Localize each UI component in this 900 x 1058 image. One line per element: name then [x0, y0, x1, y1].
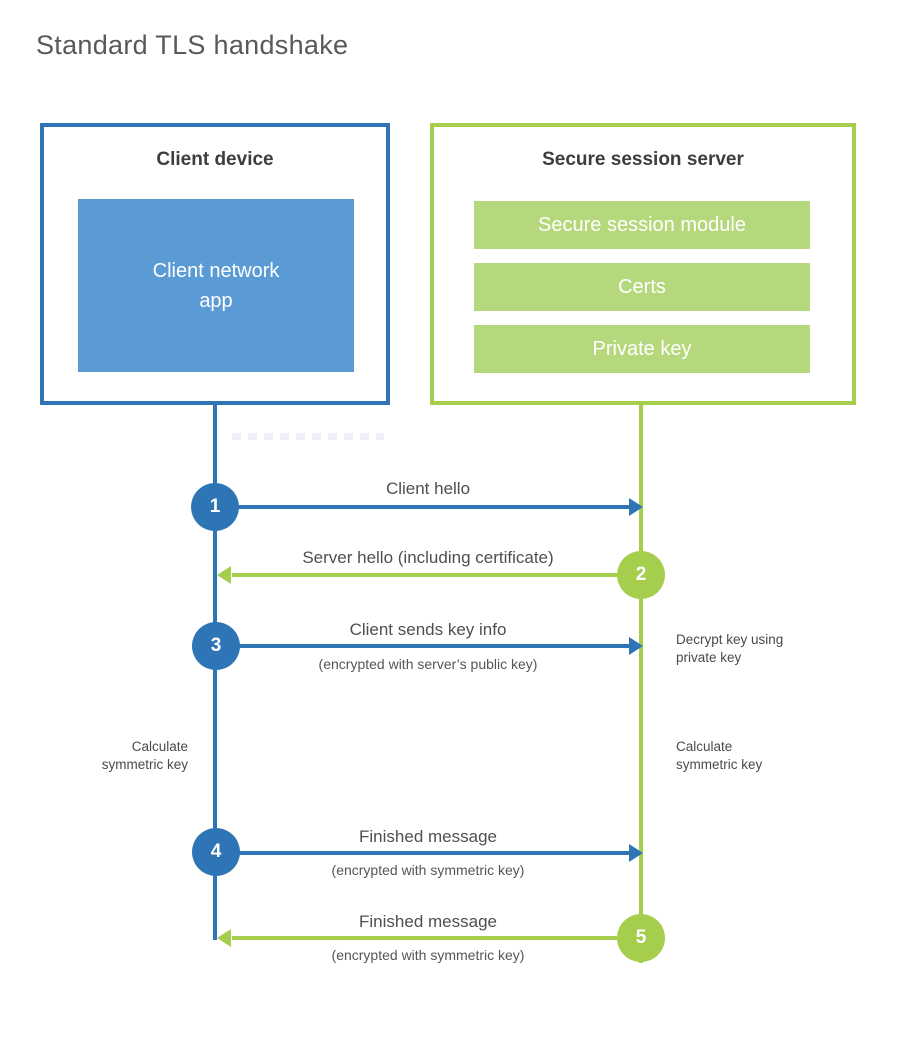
arrowhead-left-icon: [217, 566, 231, 584]
step-1-label: Client hello: [385, 479, 471, 498]
client-device-box: Client device Client network app: [40, 123, 390, 405]
step-3-label: Client sends key info: [349, 620, 507, 639]
client-lifeline: [213, 405, 217, 940]
step-4-sublabel: (encrypted with symmetric key): [331, 862, 525, 878]
client-network-app-box: Client network app: [78, 199, 354, 372]
server-box: Secure session server Secure session mod…: [430, 123, 856, 405]
arrowhead-right-icon: [629, 498, 643, 516]
step-2-label: Server hello (including certificate): [302, 548, 554, 567]
step-5-arrow-line: [232, 936, 617, 940]
step-2-badge: 2: [617, 551, 665, 599]
server-module-certs: Certs: [474, 263, 810, 311]
client-device-title: Client device: [156, 149, 274, 170]
step-1-arrow-line: [239, 505, 629, 509]
faint-dashed-line: [232, 433, 384, 440]
diagram-title: Standard TLS handshake: [36, 30, 349, 60]
step-5-sublabel: (encrypted with symmetric key): [331, 947, 525, 963]
server-lifeline: [639, 405, 643, 963]
arrowhead-right-icon: [629, 637, 643, 655]
step-2-arrow-line: [232, 573, 617, 577]
calculate-symmetric-key-note-client: Calculate symmetric key: [101, 739, 188, 772]
step-3-arrow-line: [239, 644, 629, 648]
step-4-badge: 4: [192, 828, 240, 876]
step-4-arrow-line: [239, 851, 629, 855]
server-module-private-key: Private key: [474, 325, 810, 373]
step-5-label: Finished message: [359, 912, 497, 931]
decrypt-key-note: Decrypt key using private key: [676, 632, 784, 665]
server-module-secure-session: Secure session module: [474, 201, 810, 249]
calculate-symmetric-key-note-server: Calculate symmetric key: [676, 739, 763, 772]
server-title: Secure session server: [542, 149, 744, 170]
step-3-badge: 3: [192, 622, 240, 670]
step-3-sublabel: (encrypted with server’s public key): [318, 656, 538, 672]
arrowhead-left-icon: [217, 929, 231, 947]
step-1-badge: 1: [191, 483, 239, 531]
step-4-label: Finished message: [359, 827, 497, 846]
arrowhead-right-icon: [629, 844, 643, 862]
step-5-badge: 5: [617, 914, 665, 962]
